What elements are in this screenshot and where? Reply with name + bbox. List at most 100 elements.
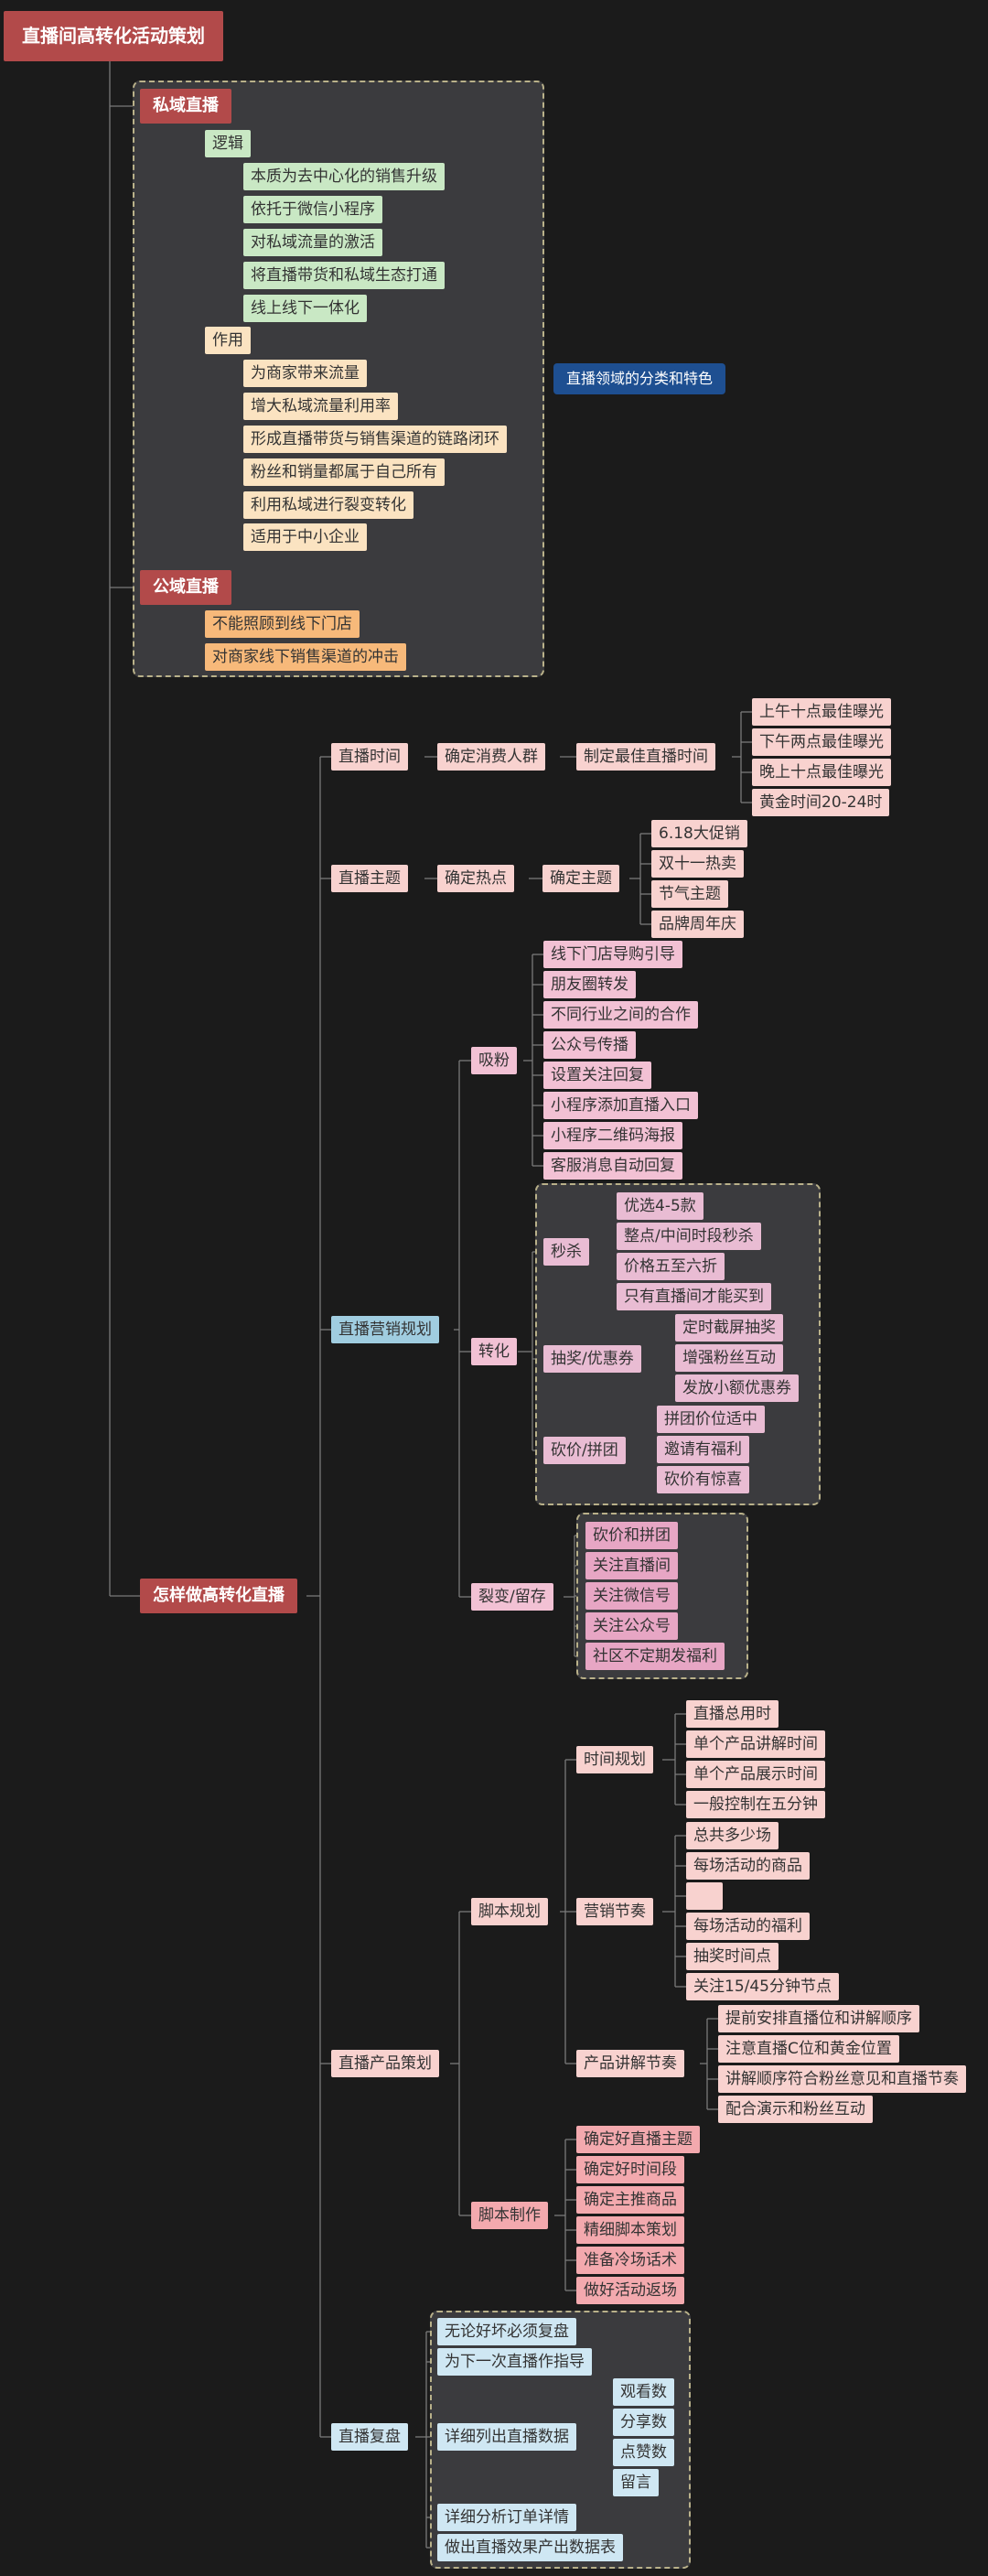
public-live-node[interactable]: 公域直播	[140, 570, 231, 605]
attract-item[interactable]: 线下门店导购引导	[543, 941, 682, 968]
explain-item[interactable]: 配合演示和粉丝互动	[718, 2096, 873, 2123]
script-make-item[interactable]: 确定主推商品	[576, 2186, 684, 2214]
private-live-node[interactable]: 私域直播	[140, 89, 231, 124]
flash-sale-item[interactable]: 只有直播间才能买到	[617, 1283, 771, 1310]
explain-item[interactable]: 注意直播C位和黄金位置	[718, 2035, 899, 2063]
product-plan-node[interactable]: 直播产品策划	[331, 2050, 439, 2077]
theme-item[interactable]: 双十一热卖	[651, 850, 744, 878]
logic-item[interactable]: 本质为去中心化的销售升级	[243, 163, 445, 190]
attract-item[interactable]: 客服消息自动回复	[543, 1152, 682, 1180]
flash-sale-node[interactable]: 秒杀	[543, 1238, 589, 1266]
flash-sale-item[interactable]: 价格五至六折	[617, 1253, 725, 1280]
review-item[interactable]: 做出直播效果产出数据表	[437, 2534, 623, 2561]
effect-item[interactable]: 粉丝和销量都属于自己所有	[243, 458, 445, 486]
bargain-group-node[interactable]: 砍价/拼团	[543, 1437, 626, 1464]
best-time-item[interactable]: 下午两点最佳曝光	[752, 728, 891, 756]
bargain-item[interactable]: 拼团价位适中	[657, 1406, 765, 1433]
review-data-item[interactable]: 分享数	[613, 2409, 674, 2436]
review-item[interactable]: 为下一次直播作指导	[437, 2348, 592, 2376]
review-data-node[interactable]: 详细列出直播数据	[437, 2423, 576, 2451]
rhythm-item[interactable]: 每场活动的福利	[686, 1913, 810, 1940]
theme-item[interactable]: 品牌周年庆	[651, 911, 744, 938]
explain-rhythm-node[interactable]: 产品讲解节奏	[576, 2050, 684, 2077]
review-data-item[interactable]: 观看数	[613, 2378, 674, 2406]
logic-item[interactable]: 依托于微信小程序	[243, 196, 382, 223]
attract-item[interactable]: 小程序添加直播入口	[543, 1092, 698, 1119]
time-plan-node[interactable]: 时间规划	[576, 1746, 653, 1773]
flash-sale-item[interactable]: 优选4-5款	[617, 1192, 703, 1220]
effect-item[interactable]: 形成直播带货与销售渠道的链路闭环	[243, 426, 507, 453]
best-time-item[interactable]: 黄金时间20-24时	[752, 789, 890, 816]
script-make-item[interactable]: 做好活动返场	[576, 2277, 684, 2304]
lottery-coupon-node[interactable]: 抽奖/优惠券	[543, 1345, 641, 1373]
flash-sale-item[interactable]: 整点/中间时段秒杀	[617, 1223, 761, 1250]
logic-node[interactable]: 逻辑	[205, 130, 251, 157]
lottery-item[interactable]: 定时截屏抽奖	[675, 1314, 783, 1342]
logic-item[interactable]: 线上线下一体化	[243, 295, 367, 322]
rhythm-node[interactable]: 营销节奏	[576, 1898, 653, 1925]
fission-item[interactable]: 砍价和拼团	[585, 1522, 678, 1549]
review-node[interactable]: 直播复盘	[331, 2423, 408, 2451]
bargain-item[interactable]: 邀请有福利	[657, 1436, 749, 1463]
script-plan-node[interactable]: 脚本规划	[471, 1898, 548, 1925]
time-plan-item[interactable]: 一般控制在五分钟	[686, 1791, 825, 1818]
theme-item[interactable]: 节气主题	[651, 880, 728, 908]
logic-item[interactable]: 对私域流量的激活	[243, 229, 382, 256]
script-make-node[interactable]: 脚本制作	[471, 2202, 548, 2229]
effect-item[interactable]: 为商家带来流量	[243, 360, 367, 387]
fission-item[interactable]: 关注公众号	[585, 1612, 678, 1640]
lottery-item[interactable]: 增强粉丝互动	[675, 1344, 783, 1372]
logic-item[interactable]: 将直播带货和私域生态打通	[243, 262, 445, 289]
review-data-item[interactable]: 留言	[613, 2469, 659, 2496]
fission-item[interactable]: 关注直播间	[585, 1552, 678, 1579]
attract-item[interactable]: 设置关注回复	[543, 1062, 651, 1089]
effect-item[interactable]: 利用私域进行裂变转化	[243, 491, 413, 519]
effect-item[interactable]: 适用于中小企业	[243, 523, 367, 551]
rhythm-item[interactable]: 抽奖时间点	[686, 1943, 779, 1970]
rhythm-item[interactable]: 每场活动的商品	[686, 1852, 810, 1880]
fission-item[interactable]: 社区不定期发福利	[585, 1643, 725, 1670]
attract-item[interactable]: 公众号传播	[543, 1031, 636, 1059]
live-time-node[interactable]: 直播时间	[331, 743, 408, 771]
how-node[interactable]: 怎样做高转化直播	[140, 1579, 297, 1613]
lottery-item[interactable]: 发放小额优惠券	[675, 1374, 799, 1402]
time-plan-item[interactable]: 直播总用时	[686, 1700, 779, 1728]
best-time-item[interactable]: 上午十点最佳曝光	[752, 698, 891, 726]
time-plan-item[interactable]: 单个产品展示时间	[686, 1761, 825, 1788]
review-item[interactable]: 详细分析订单详情	[437, 2504, 576, 2531]
attract-fans-node[interactable]: 吸粉	[471, 1047, 517, 1074]
fission-item[interactable]: 关注微信号	[585, 1582, 678, 1610]
script-make-item[interactable]: 确定好时间段	[576, 2156, 684, 2183]
effect-item[interactable]: 增大私域流量利用率	[243, 393, 398, 420]
script-make-item[interactable]: 准备冷场话术	[576, 2247, 684, 2274]
theme-item[interactable]: 6.18大促销	[651, 820, 747, 847]
explain-item[interactable]: 提前安排直播位和讲解顺序	[718, 2005, 919, 2032]
effect-node[interactable]: 作用	[205, 327, 251, 354]
rhythm-item[interactable]: 总共多少场	[686, 1822, 779, 1849]
attract-item[interactable]: 朋友圈转发	[543, 971, 636, 998]
script-make-item[interactable]: 确定好直播主题	[576, 2126, 700, 2153]
audience-node[interactable]: 确定消费人群	[437, 743, 545, 771]
live-theme-node[interactable]: 直播主题	[331, 865, 408, 892]
marketing-plan-node[interactable]: 直播营销规划	[331, 1316, 439, 1343]
bargain-item[interactable]: 砍价有惊喜	[657, 1466, 749, 1493]
convert-node[interactable]: 转化	[471, 1338, 517, 1365]
define-theme-node[interactable]: 确定主题	[542, 865, 619, 892]
best-time-item[interactable]: 晚上十点最佳曝光	[752, 759, 891, 786]
script-make-item[interactable]: 精细脚本策划	[576, 2216, 684, 2244]
attract-item[interactable]: 不同行业之间的合作	[543, 1001, 698, 1029]
rhythm-item[interactable]: 关注15/45分钟节点	[686, 1973, 839, 2000]
root-topic[interactable]: 直播间高转化活动策划	[4, 11, 223, 61]
public-item[interactable]: 对商家线下销售渠道的冲击	[205, 643, 406, 671]
public-item[interactable]: 不能照顾到线下门店	[205, 610, 360, 638]
rhythm-item-empty[interactable]	[686, 1882, 723, 1910]
time-plan-item[interactable]: 单个产品讲解时间	[686, 1730, 825, 1758]
attract-item[interactable]: 小程序二维码海报	[543, 1122, 682, 1149]
review-data-item[interactable]: 点赞数	[613, 2439, 674, 2466]
floating-topic[interactable]: 直播领域的分类和特色	[553, 363, 726, 394]
review-item[interactable]: 无论好坏必须复盘	[437, 2318, 576, 2345]
hot-topic-node[interactable]: 确定热点	[437, 865, 514, 892]
best-time-node[interactable]: 制定最佳直播时间	[576, 743, 715, 771]
fission-retention-node[interactable]: 裂变/留存	[471, 1583, 553, 1611]
explain-item[interactable]: 讲解顺序符合粉丝意见和直播节奏	[718, 2065, 966, 2093]
